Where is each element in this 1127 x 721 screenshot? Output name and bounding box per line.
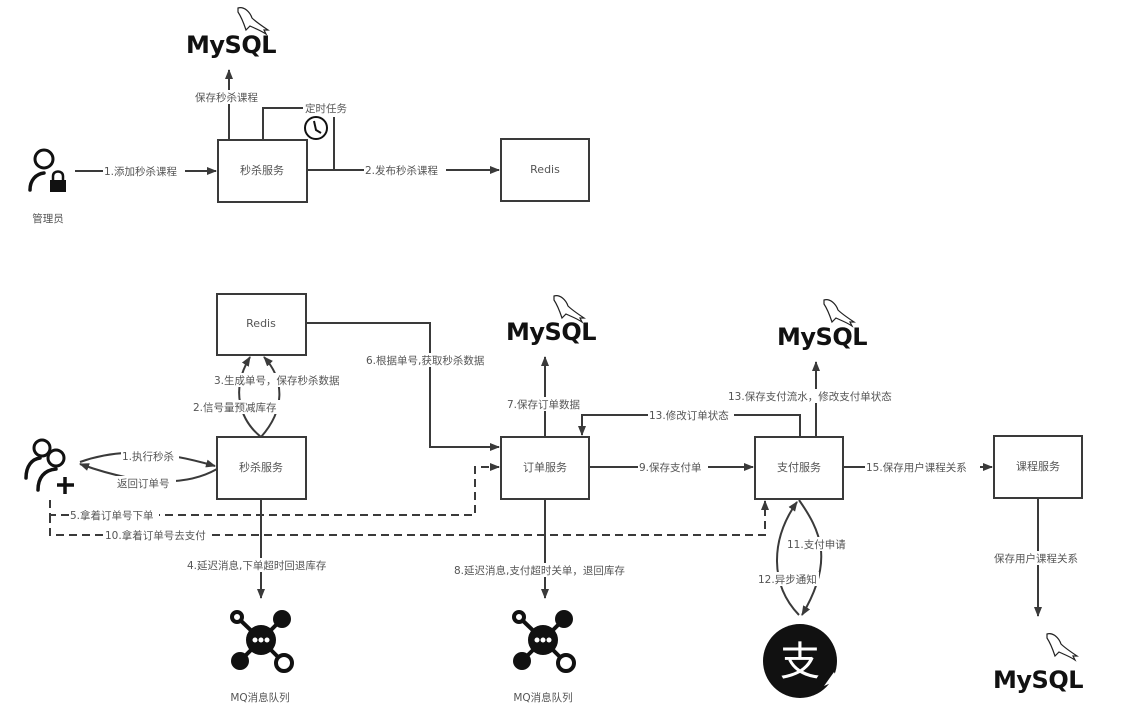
order-service-label: 订单服务 (523, 461, 567, 474)
mysql-logo-payment: MySQL (777, 299, 868, 351)
timer-loop-line (262, 107, 303, 140)
edge-place-order-label: 5.拿着订单号下单 (70, 509, 154, 522)
mq1-label: MQ消息队列 (230, 691, 289, 704)
edge-save-course-label: 保存秒杀课程 (195, 91, 258, 104)
edge-get-seckill-data-label: 6.根据单号,获取秒杀数据 (366, 354, 485, 367)
mysql-dolphin-icon (1046, 633, 1079, 662)
edge-course-save-relation-label: 保存用户课程关系 (994, 552, 1078, 565)
mysql-text: MySQL (993, 666, 1083, 694)
redis-label-top: Redis (530, 163, 560, 176)
edge-pay-request (798, 499, 823, 616)
timer-label: 定时任务 (305, 102, 347, 115)
edge-generate-order-no-label: 3.生成单号，保存秒杀数据 (214, 374, 340, 387)
edge-go-pay-label: 10.拿着订单号去支付 (105, 529, 206, 542)
edge-async-notify-label: 12.异步通知 (758, 573, 817, 586)
clock-icon (304, 116, 328, 140)
mysql-text: MySQL (777, 323, 867, 351)
edge-delay-msg-close-label: 8.延迟消息,支付超时关单，退回库存 (454, 564, 625, 577)
edge-go-pay-dashed (49, 500, 769, 536)
seckill-service-label: 秒杀服务 (239, 460, 283, 474)
edge-get-seckill-data (306, 322, 500, 451)
edge-async-notify (776, 501, 800, 616)
admin-label: 管理员 (32, 212, 64, 225)
payment-service-label: 支付服务 (777, 461, 821, 474)
course-service-label: 课程服务 (1016, 460, 1060, 473)
mysql-dolphin-icon (553, 295, 586, 324)
edge-publish-course-label: 2.发布秒杀课程 (365, 164, 439, 177)
mq-hub-icon-2 (512, 610, 576, 673)
alipay-glyph: 支 (780, 639, 820, 685)
edge-semaphore-curve (238, 356, 262, 438)
mq2-label: MQ消息队列 (513, 691, 572, 704)
alipay-icon: 支 (763, 624, 838, 698)
edge-save-pay-flow-label: 13.保存支付流水，修改支付单状态 (728, 390, 892, 403)
mysql-logo-course: MySQL (993, 633, 1084, 694)
redis-box-top[interactable] (500, 138, 590, 202)
mysql-dolphin-icon (237, 7, 270, 36)
mq-hub-icon-1 (230, 610, 294, 673)
admin-user-lock-icon (28, 148, 66, 192)
redis-label-bottom: Redis (246, 317, 276, 330)
edge-update-order-status-label: 13.修改订单状态 (649, 409, 729, 422)
mysql-text: MySQL (506, 318, 596, 346)
edge-place-order-dashed (49, 463, 500, 516)
user-add-icon (24, 438, 74, 494)
edge-return-order-no-label: 返回订单号 (117, 478, 170, 490)
mysql-text: MySQL (186, 31, 276, 59)
edge-save-payment-label: 9.保存支付单 (639, 461, 702, 474)
edge-semaphore-label: 2.信号量预减库存 (193, 401, 277, 414)
edge-save-user-course-label: 15.保存用户课程关系 (866, 461, 967, 474)
mysql-dolphin-icon (823, 299, 856, 328)
edge-save-order-data-label: 7.保存订单数据 (507, 398, 581, 411)
course-service-box[interactable] (993, 435, 1083, 499)
redis-box-bottom[interactable] (216, 293, 307, 356)
mysql-logo-order: MySQL (506, 295, 597, 346)
edge-pay-request-label: 11.支付申请 (787, 538, 846, 551)
edge-add-course-label: 1.添加秒杀课程 (104, 165, 178, 178)
mysql-logo-top: MySQL (186, 7, 277, 59)
edge-delay-msg-stock-label: 4.延迟消息,下单超时回退库存 (187, 559, 327, 572)
seckill-service-label-top: 秒杀服务 (240, 163, 284, 177)
edge-save-seckill-curve (260, 356, 281, 438)
edge-execute-seckill-label: 1.执行秒杀 (122, 450, 174, 463)
payment-service-box[interactable] (754, 436, 844, 500)
seckill-service-box-top[interactable] (217, 139, 308, 203)
